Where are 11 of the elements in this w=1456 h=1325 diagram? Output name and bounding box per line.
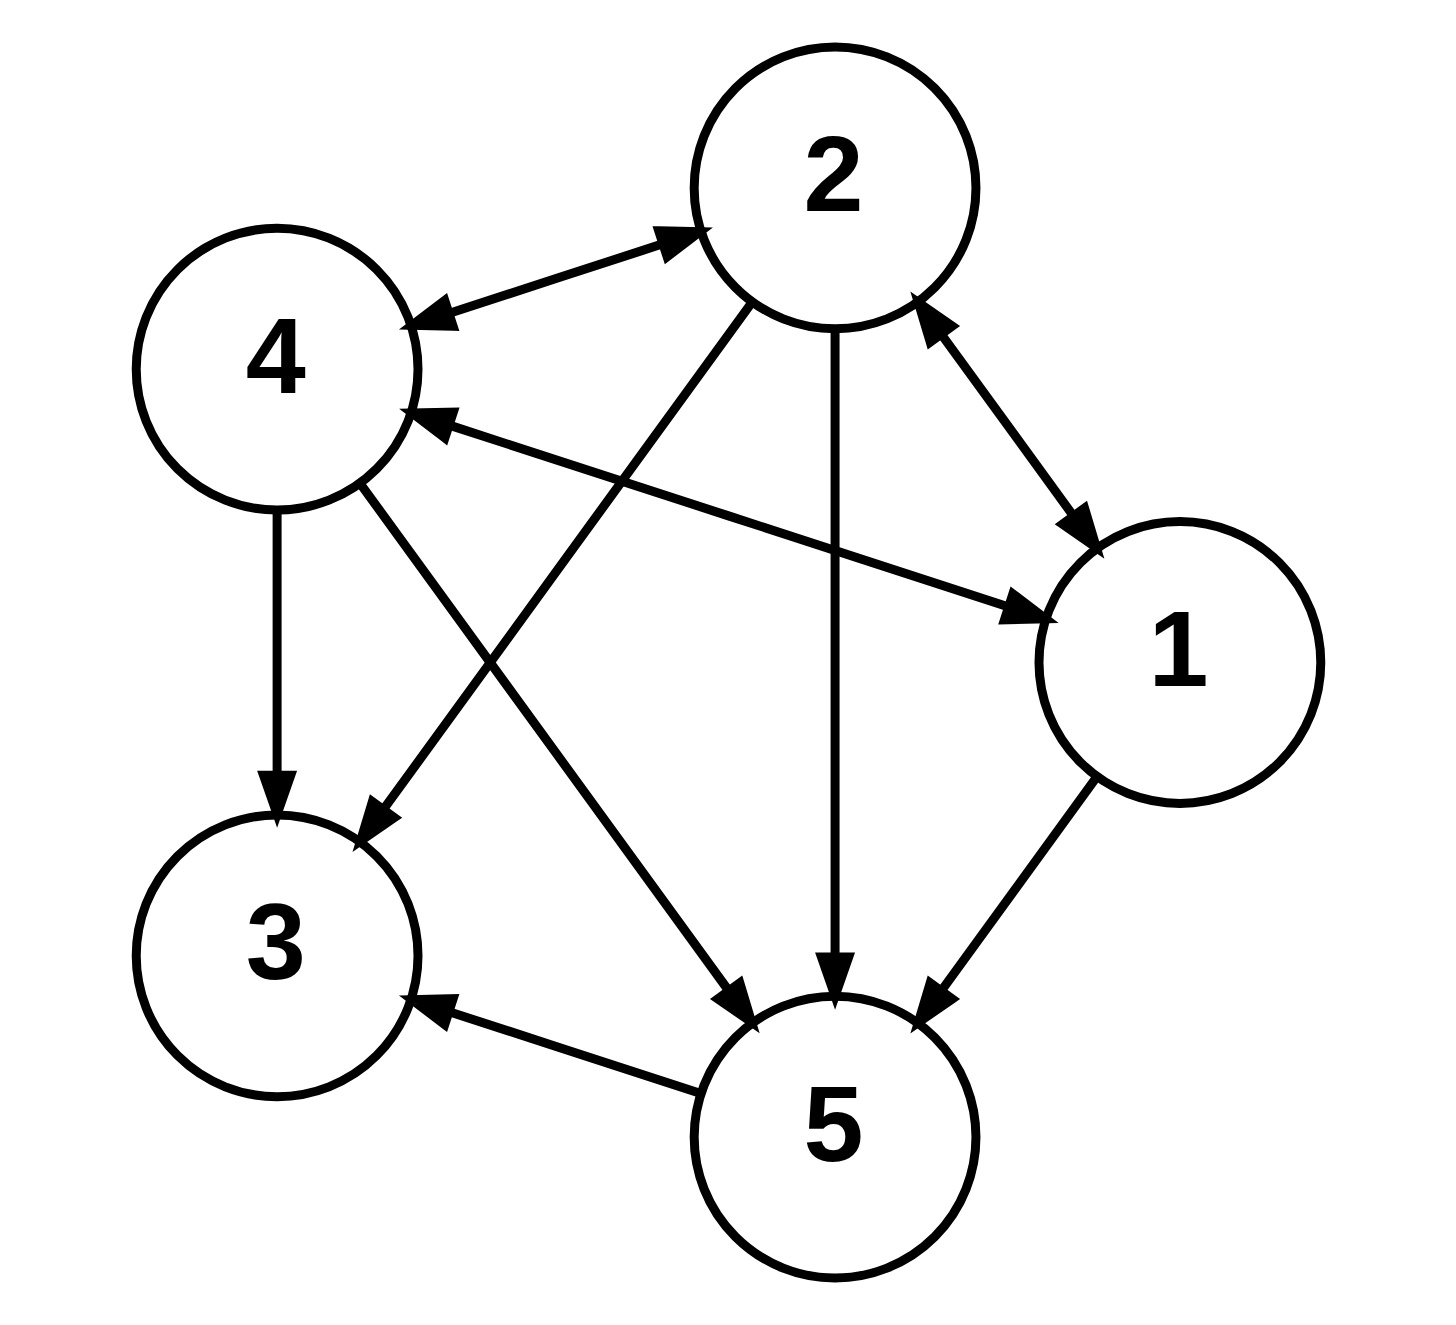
arrow [398, 226, 713, 331]
node-circle: 5 [689, 991, 980, 1283]
node-circle: 1 [1034, 517, 1325, 808]
node-circle: 3 [131, 810, 422, 1102]
arrow [909, 774, 1100, 1034]
arrow [909, 291, 1104, 559]
arrow [398, 407, 1059, 625]
node-circle: 4 [131, 223, 422, 515]
arrow [256, 511, 297, 828]
node-circle: 2 [689, 42, 980, 334]
arrow [398, 994, 701, 1098]
